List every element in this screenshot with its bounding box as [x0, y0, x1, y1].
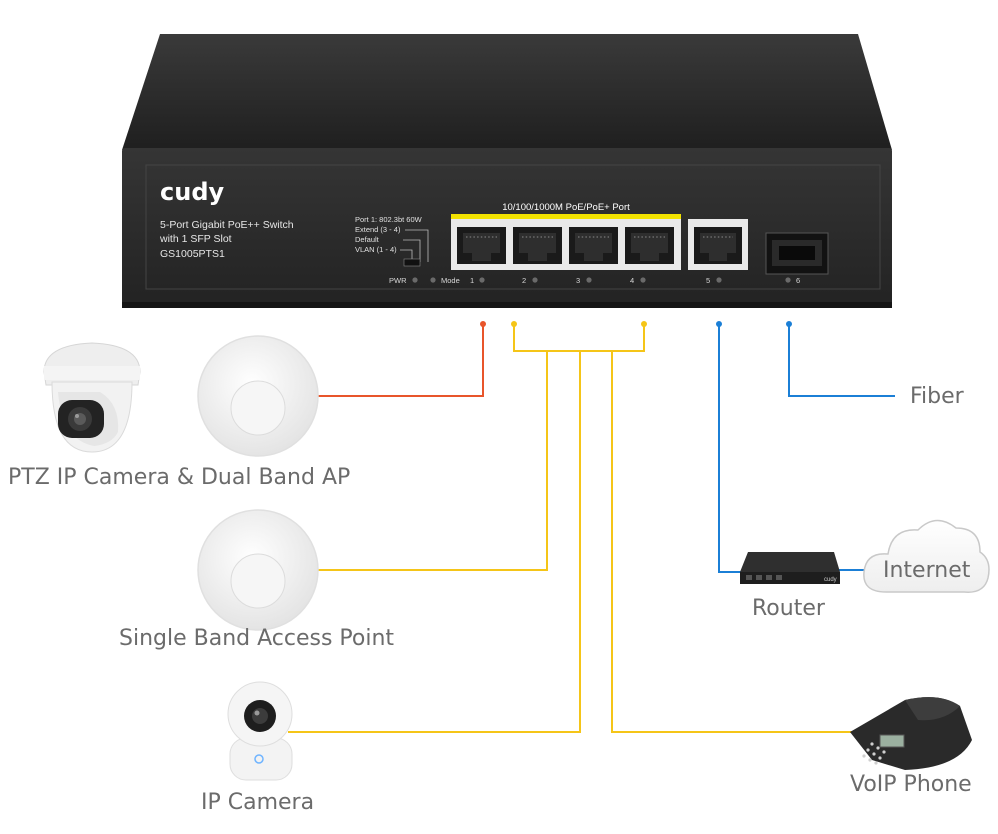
poe-bus: [513, 324, 645, 352]
port-number-5: 5: [706, 276, 710, 285]
single-ap-label: Single Band Access Point: [119, 626, 395, 651]
dual-band-ap-icon: [197, 335, 319, 457]
port-5-led: [716, 277, 722, 283]
single-band-ap-icon: [197, 509, 319, 631]
fiber-label: Fiber: [910, 384, 964, 409]
mode-label: Mode: [441, 276, 460, 285]
port-1-led: [479, 277, 485, 283]
port-3: [569, 227, 618, 264]
port-number-3: 3: [576, 276, 580, 285]
switch-product-line2: with 1 SFP Slot: [159, 233, 232, 245]
port-5: [688, 219, 748, 270]
voip-phone-icon: [850, 697, 972, 770]
router-icon: cudy: [740, 552, 840, 584]
connection-lines: [288, 321, 895, 733]
switch-product-line1: 5-Port Gigabit PoE++ Switch: [160, 219, 294, 231]
pwr-label: PWR: [389, 276, 407, 285]
port-4-led: [640, 277, 646, 283]
poe-ports: [451, 219, 681, 270]
port-number-2: 2: [522, 276, 526, 285]
switch-brand-logo: cudy: [160, 178, 224, 206]
voip-phone-label: VoIP Phone: [850, 772, 972, 797]
mode-label-default: Default: [355, 235, 380, 244]
router-brand: cudy: [824, 577, 837, 583]
port-4: [625, 227, 674, 264]
fiber-line: [788, 324, 895, 397]
ptz-camera-icon: [43, 342, 141, 453]
port-number-4: 4: [630, 276, 634, 285]
router-label: Router: [752, 596, 825, 621]
port-1: [457, 227, 506, 264]
pwr-led: [412, 277, 418, 283]
ip-camera-label: IP Camera: [201, 790, 315, 815]
port-3-led: [586, 277, 592, 283]
port-2-led: [532, 277, 538, 283]
voip-line: [611, 351, 856, 733]
mode-led: [430, 277, 436, 283]
port-6-led: [785, 277, 791, 283]
mode-label-extend: Extend (3 - 4): [355, 225, 401, 234]
port-2: [513, 227, 562, 264]
port-number-6: 6: [796, 276, 800, 285]
poe-switch: cudy 5-Port Gigabit PoE++ Switch with 1 …: [122, 34, 892, 308]
port1-line: [318, 324, 484, 397]
internet-cloud-icon: [863, 519, 990, 593]
ip-camera-icon: [227, 681, 293, 781]
mode-label-vlan: VLAN (1 - 4): [355, 245, 397, 254]
ptz-ap-label: PTZ IP Camera & Dual Band AP: [8, 465, 351, 490]
switch-model: GS1005PTS1: [160, 248, 225, 260]
poe-banner: [451, 214, 681, 219]
single-ap-line: [318, 351, 548, 571]
ip-camera-line: [288, 351, 581, 733]
mode-switch: [403, 258, 421, 267]
poe-banner-label: 10/100/1000M PoE/PoE+ Port: [502, 202, 630, 213]
port-number-1: 1: [470, 276, 474, 285]
sfp-port-6: [765, 232, 829, 275]
switch-top: [122, 34, 892, 150]
internet-label: Internet: [883, 558, 971, 583]
mode-label-port1: Port 1: 802.3bt 60W: [355, 215, 423, 224]
router-line: [718, 324, 745, 573]
